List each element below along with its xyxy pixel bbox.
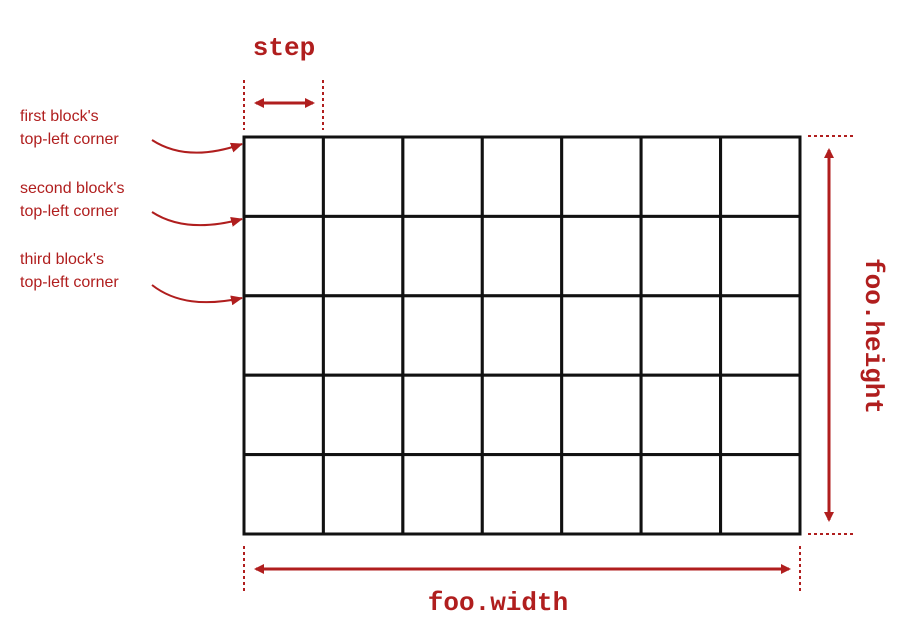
annotation-first: first block's top-left corner xyxy=(20,108,243,154)
step-dimension: step xyxy=(243,33,324,130)
annotation-third: third block's top-left corner xyxy=(20,251,243,306)
grid-block xyxy=(401,294,484,377)
grid-block xyxy=(719,453,802,536)
grid-block xyxy=(321,373,405,457)
grid-block xyxy=(321,294,405,377)
grid-block xyxy=(401,214,484,298)
grid-block xyxy=(560,453,643,536)
grid-block xyxy=(480,135,564,218)
annotation-second: second block's top-left corner xyxy=(20,180,243,227)
grid-block xyxy=(639,294,722,377)
height-label: foo.height xyxy=(858,258,888,414)
annotation-first-line2: top-left corner xyxy=(20,131,119,148)
step-label: step xyxy=(253,33,315,63)
grid-block xyxy=(480,453,564,536)
grid-block xyxy=(560,373,643,457)
grid-block xyxy=(242,373,325,457)
width-label: foo.width xyxy=(428,588,568,618)
grid-block xyxy=(639,453,722,536)
annotation-third-arrow xyxy=(151,284,243,306)
annotation-first-arrow xyxy=(151,139,243,154)
grid-block xyxy=(480,373,564,457)
grid-block xyxy=(719,135,802,218)
width-dimension: foo.width xyxy=(243,546,801,618)
annotation-third-line2: top-left corner xyxy=(20,274,119,291)
grid-block xyxy=(560,214,643,298)
grid-block xyxy=(242,214,325,298)
annotation-first-line1: first block's xyxy=(20,108,99,125)
grid-block xyxy=(719,214,802,298)
grid-block xyxy=(480,214,564,298)
grid-block xyxy=(719,373,802,457)
grid-block xyxy=(480,294,564,377)
grid-block xyxy=(242,135,325,218)
grid-block xyxy=(639,135,722,218)
height-dimension: foo.height xyxy=(808,135,888,535)
annotation-second-line1: second block's xyxy=(20,180,124,197)
grid-block xyxy=(401,373,484,457)
grid-block xyxy=(560,294,643,377)
grid-block xyxy=(401,135,484,218)
annotation-third-line1: third block's xyxy=(20,251,104,268)
grid-block xyxy=(719,294,802,377)
grid-block xyxy=(401,453,484,536)
annotation-second-line2: top-left corner xyxy=(20,203,119,220)
annotation-second-arrow xyxy=(151,211,243,227)
grid-block xyxy=(639,373,722,457)
grid-block xyxy=(321,135,405,218)
grid-block xyxy=(560,135,643,218)
grid-block xyxy=(321,214,405,298)
grid-block xyxy=(321,453,405,536)
grid-block xyxy=(639,214,722,298)
grid-block xyxy=(242,294,325,377)
block-grid xyxy=(242,135,802,536)
grid-block xyxy=(242,453,325,536)
